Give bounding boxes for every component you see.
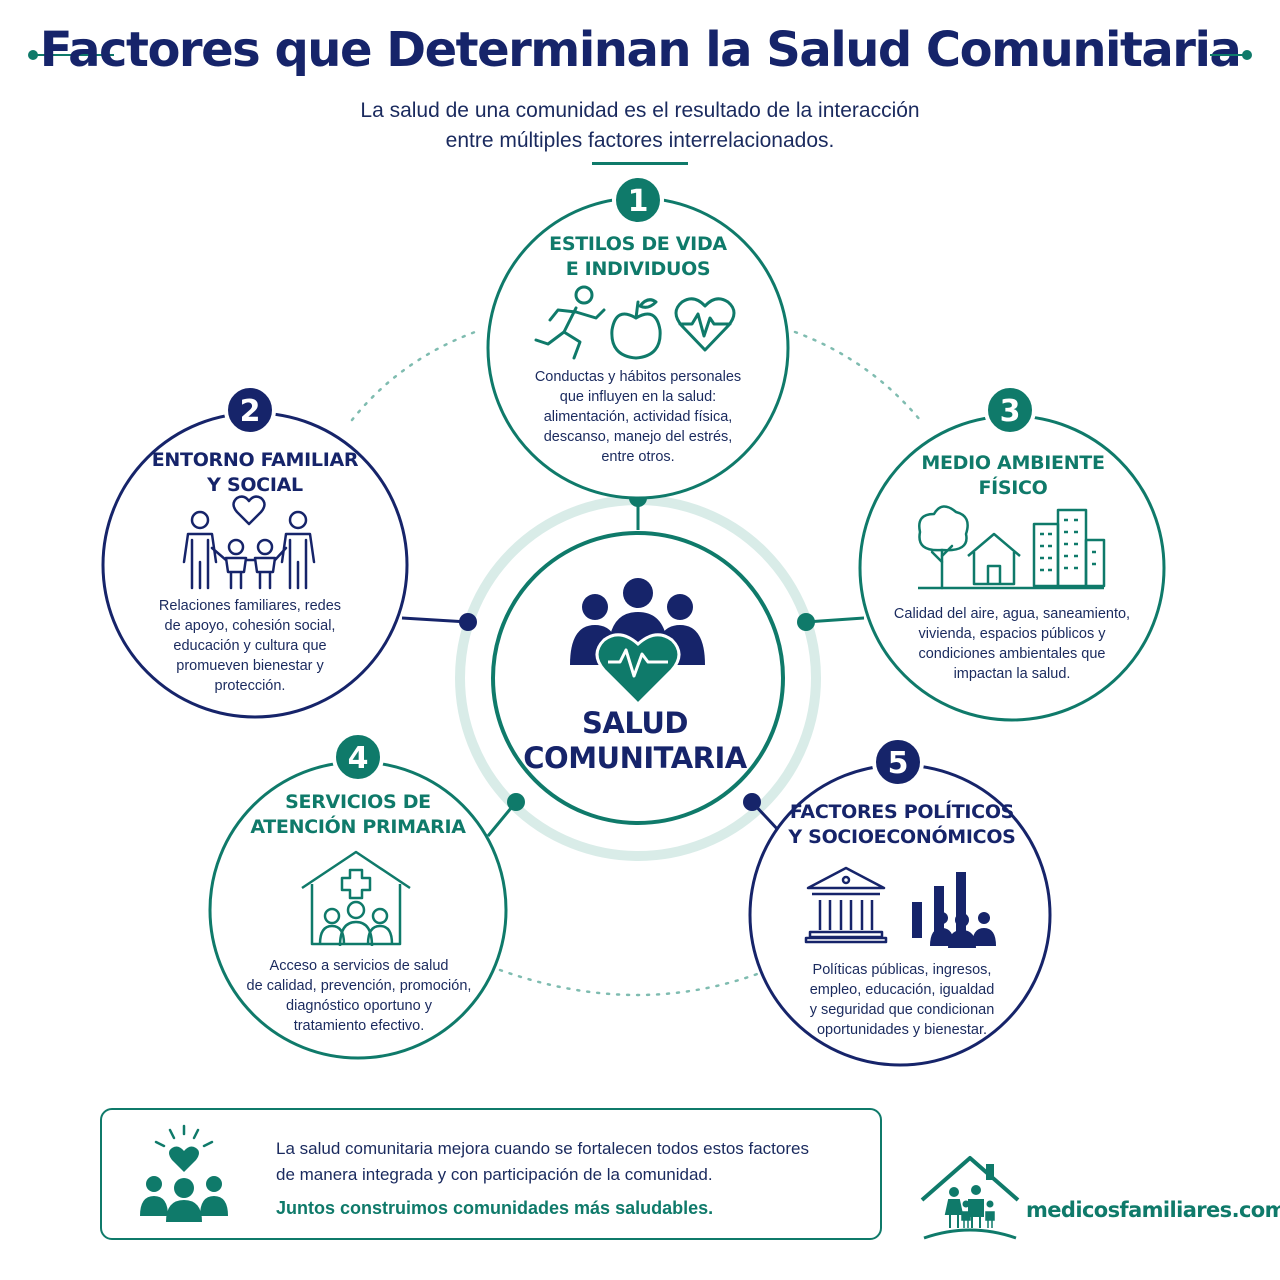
factor-2-desc-line: protección. [214,678,286,694]
factor-2-title: ENTORNO FAMILIAR Y SOCIAL [135,448,375,498]
factor-3-desc-line: impactan la salud. [953,666,1071,682]
buildings-icon [918,508,1106,590]
dashed-arc-1-3 [793,330,922,422]
factor-4-desc-line: de calidad, prevención, promoción, [246,978,472,994]
connector-dot-2 [459,613,477,631]
brand-logo-icon [920,1156,1020,1240]
footer-message-line-2: de manera integrada y con participación … [276,1165,713,1184]
factor-4-badge [332,731,384,783]
factor-5-title: FACTORES POLÍTICOS Y SOCIOECONÓMICOS [772,800,1032,850]
factor-1-desc-line: Conductas y hábitos personales [534,369,742,385]
connector-dot-4 [507,793,525,811]
house-icon [967,532,1021,586]
factor-2-title-line-2: Y SOCIAL [207,474,303,496]
factor-1-desc-line: que influyen en la salud: [559,389,717,405]
factor-2-desc-line: Relaciones familiares, redes [158,598,342,614]
connector-3 [805,616,865,624]
factor-3-title: MEDIO AMBIENTE FÍSICO [898,451,1128,501]
page-title: Factores que Determinan la Salud Comunit… [39,22,1242,78]
factor-2-number: 2 [240,394,261,429]
factor-2-desc-line: promueven bienestar y [176,658,324,674]
factor-5-description: Políticas públicas, ingresos, empleo, ed… [782,960,1022,1040]
title-left-line [34,54,114,56]
connector-dot-3 [797,613,815,631]
brand-name[interactable]: medicosfamiliares.com [1026,1198,1280,1222]
factor-5-badge [872,736,924,788]
heart-pulse-icon [674,297,736,352]
factor-5-title-line-2: Y SOCIOECONÓMICOS [788,826,1016,848]
tree-icon [918,505,969,590]
factor-3-description: Calidad del aire, agua, saneamiento, viv… [874,604,1150,684]
community-heart-icon [570,578,705,707]
footer-message-box: La salud comunitaria mejora cuando se fo… [100,1108,882,1240]
factor-1-title-line-2: E INDIVIDUOS [565,258,711,280]
apple-icon [610,298,662,360]
connector-2 [401,616,469,624]
factor-3-desc-line: vivienda, espacios públicos y [918,626,1106,642]
title-right-dot [1242,50,1252,60]
factor-2-description: Relaciones familiares, redes de apoyo, c… [125,596,375,696]
subtitle-line-2: entre múltiples factores interrelacionad… [445,129,835,152]
factor-1-title: ESTILOS DE VIDA E INDIVIDUOS [528,232,748,282]
footer-message-line-1: La salud comunitaria mejora cuando se fo… [276,1139,809,1158]
dashed-arc-1-2 [350,330,477,422]
factor-4-desc-line: tratamiento efectivo. [293,1018,425,1034]
factor-1-description: Conductas y hábitos personales que influ… [508,367,768,467]
factor-4-description: Acceso a servicios de salud de calidad, … [228,956,490,1036]
center-label: SALUD COMUNITARIA [500,706,770,776]
factor-2-desc-line: de apoyo, cohesión social, [164,618,336,634]
factor-3-title-line-2: FÍSICO [978,477,1048,499]
factor-3-number: 3 [1000,394,1021,429]
factor-3-desc-line: condiciones ambientales que [918,646,1106,662]
bar-chart-people-icon [912,872,996,948]
factor-3-desc-line: Calidad del aire, agua, saneamiento, [893,606,1131,622]
factor-1-desc-line: descanso, manejo del estrés, [543,429,733,445]
factor-4-desc-line: Acceso a servicios de salud [269,958,449,974]
factor-1-title-line-1: ESTILOS DE VIDA [549,233,727,255]
factor-2-badge [224,384,276,436]
factor-1-badge [612,174,664,226]
factor-5-desc-line: Políticas públicas, ingresos, [812,962,992,978]
factor-4-number: 4 [348,741,369,776]
factor-4-title: SERVICIOS DE ATENCIÓN PRIMARIA [238,790,478,840]
factor-1-number: 1 [628,184,649,219]
subtitle-rule [592,162,688,165]
factor-5-desc-line: empleo, educación, igualdad [809,982,995,998]
factor-4-title-line-2: ATENCIÓN PRIMARIA [250,816,466,838]
factor-3-title-line-1: MEDIO AMBIENTE [921,452,1105,474]
center-label-line-1: SALUD [582,706,688,740]
factor-2-title-line-1: ENTORNO FAMILIAR [151,449,359,471]
page-subtitle: La salud de una comunidad es el resultad… [240,96,1040,156]
footer-message: La salud comunitaria mejora cuando se fo… [276,1136,866,1188]
heart-icon [232,495,266,526]
factor-2-desc-line: educación y cultura que [173,638,327,654]
center-label-line-2: COMUNITARIA [523,741,747,775]
factor-5-desc-line: y seguridad que condicionan [809,1002,995,1018]
factor-4-title-line-1: SERVICIOS DE [285,791,431,813]
title-left-dot [28,50,38,60]
factor-1-desc-line: entre otros. [601,449,675,465]
factor-4-desc-line: diagnóstico oportuno y [286,998,432,1014]
factor-5-title-line-1: FACTORES POLÍTICOS [789,801,1015,823]
factor-5-number: 5 [888,746,909,781]
subtitle-line-1: La salud de una comunidad es el resultad… [360,99,920,122]
factor-5-desc-line: oportunidades y bienestar. [816,1022,988,1038]
government-building-icon [804,866,888,944]
factor-1-desc-line: alimentación, actividad física, [543,409,733,425]
factor-3-badge [984,384,1036,436]
title-right-line [1210,54,1246,56]
running-person-icon [534,285,606,360]
footer-highlight: Juntos construimos comunidades más salud… [276,1198,714,1218]
clinic-icon [301,850,411,947]
connector-dot-5 [743,793,761,811]
footer-community-icon [140,1124,228,1222]
dashed-arc-4-5 [498,968,770,997]
family-icon [182,510,316,590]
